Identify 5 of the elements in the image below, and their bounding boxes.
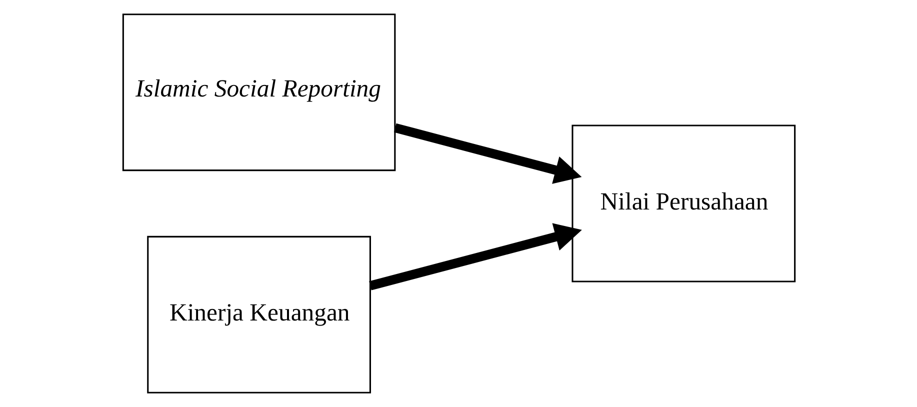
arrow [393, 123, 582, 184]
arrow [368, 223, 582, 290]
node-box: Islamic Social Reporting [122, 14, 396, 172]
node-box: Nilai Perusahaan [571, 124, 796, 282]
node-box: Kinerja Keuangan [146, 236, 370, 394]
